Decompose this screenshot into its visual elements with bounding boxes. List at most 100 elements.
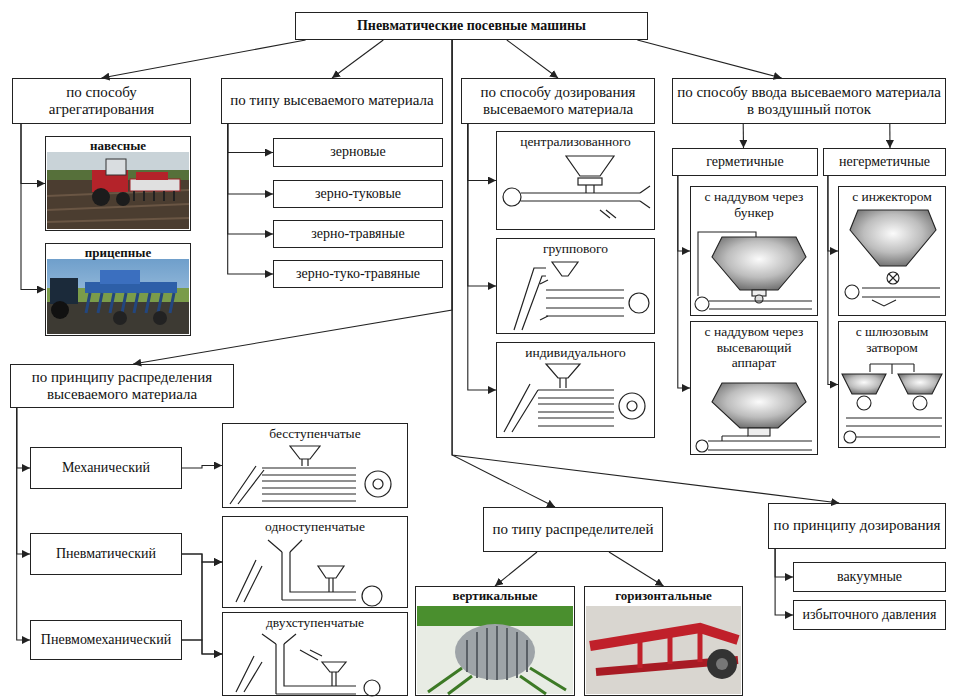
single-stage-distribution-scheme — [362, 586, 382, 606]
type-box: избыточного давления — [793, 600, 946, 630]
stepless-distribution-scheme — [365, 471, 391, 497]
scheme-box: двухступенчатые — [222, 612, 408, 696]
meter-pressurized-scheme — [708, 441, 812, 450]
node-label: вакуумные — [837, 569, 902, 585]
stepless-distribution-scheme — [230, 446, 391, 504]
hopper-pressurized-scheme — [755, 295, 763, 303]
vertical-distributor-photo — [455, 624, 535, 680]
connector-arrow — [678, 176, 690, 388]
type-box: Пневматический — [30, 533, 182, 575]
single-stage-distribution-scheme — [318, 566, 344, 578]
scheme-box: с наддувом через высевающий аппарат — [690, 321, 818, 455]
node-label: герметичные — [706, 154, 783, 170]
node-label: Пневматические посевные машины — [357, 18, 586, 34]
rotary-airlock-scheme — [846, 418, 942, 426]
trailed-seeder-photo — [86, 293, 174, 313]
vertical-distributor-photo — [417, 606, 573, 694]
rotary-airlock-scheme — [898, 374, 942, 394]
injector-scheme — [845, 285, 859, 299]
trailed-seeder-photo — [153, 311, 167, 325]
individual-metering-scheme — [560, 378, 566, 388]
connector-arrow — [228, 124, 273, 234]
mounted-seeder-photo — [116, 192, 130, 206]
node-label: вертикальные — [452, 589, 537, 604]
category-box: по типу высеваемого материала — [221, 78, 443, 124]
injector-scheme — [850, 210, 936, 266]
injector-scheme — [845, 210, 940, 306]
category-box: по способу дозирования высеваемого матер… — [461, 78, 655, 124]
horizontal-distributor-photo — [590, 628, 738, 646]
node-label: централизованного — [520, 134, 631, 150]
mounted-seeder-photo — [130, 179, 180, 191]
injector-scheme — [862, 288, 940, 297]
single-stage-distribution-scheme — [282, 552, 356, 600]
trailed-seeder-photo — [47, 259, 189, 334]
rotary-airlock-scheme — [913, 396, 927, 410]
rotary-airlock-scheme — [844, 431, 856, 443]
node-label: Пневмомеханический — [41, 632, 171, 648]
vertical-distributor-photo — [417, 606, 573, 694]
node-label: бесступенчатые — [269, 426, 360, 442]
individual-metering-scheme — [538, 390, 614, 426]
centralized-metering-scheme — [566, 156, 614, 176]
type-box: Механический — [30, 447, 182, 489]
horizontal-distributor-photo — [716, 658, 728, 670]
two-stage-distribution-scheme — [300, 650, 322, 660]
connector-arrow — [775, 549, 793, 577]
node-label: по типу высеваемого материала — [230, 92, 433, 109]
node-label: с наддувом через высевающий аппарат — [695, 324, 813, 371]
mounted-seeder-photo — [136, 172, 168, 180]
type-box: зерновые — [273, 138, 443, 167]
connector-arrow — [889, 124, 890, 148]
single-stage-distribution-scheme — [268, 540, 302, 552]
type-box: негерметичные — [823, 148, 946, 176]
two-stage-distribution-scheme — [236, 634, 380, 696]
connector-arrow — [182, 640, 222, 654]
trailed-seeder-photo — [113, 311, 127, 325]
stepless-distribution-scheme — [262, 468, 356, 501]
category-box: по способу агрегатирования — [12, 78, 191, 124]
centralized-metering-scheme — [521, 193, 640, 201]
centralized-metering-scheme — [586, 185, 594, 193]
node-label: зерно-травяные — [311, 226, 404, 242]
injector-scheme — [887, 272, 899, 284]
node-label: индивидуального — [525, 345, 626, 361]
scheme-box: группового — [496, 238, 655, 334]
hopper-pressurized-scheme — [695, 232, 812, 311]
rotary-airlock-scheme — [842, 364, 942, 443]
two-stage-distribution-scheme — [236, 656, 262, 692]
node-label: по типу распределителей — [492, 521, 653, 538]
centralized-metering-scheme — [503, 156, 650, 218]
node-label: негерметичные — [839, 154, 930, 170]
node-label: Пневматический — [56, 546, 156, 562]
stepless-distribution-scheme — [302, 459, 308, 466]
trailed-seeder-photo — [47, 302, 189, 334]
category-box: по принципу дозирования — [768, 503, 946, 549]
category-box: по принципу распределения высеваемого ма… — [10, 364, 234, 408]
mounted-seeder-photo — [47, 152, 189, 229]
mounted-seeder-photo — [134, 191, 174, 201]
connector-arrow — [228, 124, 273, 153]
mounted-seeder-photo — [47, 190, 189, 222]
horizontal-distributor-photo — [586, 606, 741, 694]
stepless-distribution-scheme — [290, 446, 320, 459]
connector-arrow — [21, 124, 45, 184]
connector-arrow — [332, 40, 383, 78]
node-label: с инжектором — [852, 189, 932, 205]
connector-arrow — [182, 466, 222, 469]
vertical-distributor-photo — [467, 626, 527, 680]
photo-box: горизонтальные — [584, 586, 743, 696]
trailed-seeder-photo — [100, 270, 140, 284]
type-box: вакуумные — [793, 562, 946, 592]
connector-arrow — [17, 408, 30, 554]
node-label: по принципу распределения высеваемого ма… — [15, 369, 229, 404]
category-box: по типу распределителей — [483, 507, 663, 552]
single-stage-distribution-scheme — [236, 560, 262, 602]
title-box: Пневматические посевные машины — [295, 12, 648, 40]
scheme-box: с наддувом через бункер — [690, 186, 818, 316]
node-label: с шлюзовым затвором — [843, 324, 941, 355]
connector-arrow — [228, 124, 273, 194]
connector-arrow — [228, 124, 273, 274]
trailed-seeder-photo — [50, 278, 78, 304]
connector-arrow — [775, 549, 793, 615]
